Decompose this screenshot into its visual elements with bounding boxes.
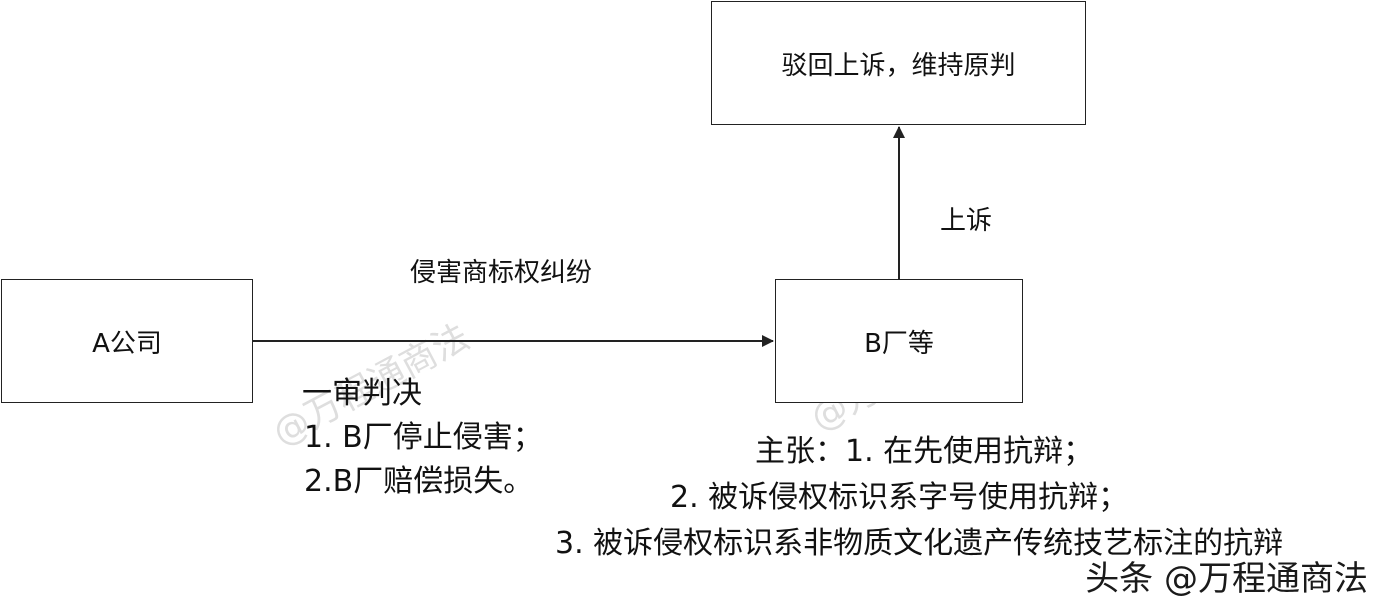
judgment-title: 一审判决: [302, 376, 422, 411]
claims-block: 主张：1. 在先使用抗辩； 2. 被诉侵权标识系字号使用抗辩； 3. 被诉侵权标…: [555, 430, 1355, 568]
appeal-edge-label: 上诉: [940, 206, 993, 236]
result-node-label: 驳回上诉，维持原判: [781, 50, 1016, 81]
footer-watermark: 头条 @万程通商法: [1085, 559, 1368, 599]
judgment-item: 1. B厂停止侵害；: [304, 420, 543, 455]
factory-b-label: B厂等: [864, 328, 934, 359]
claim-line: 2. 被诉侵权标识系字号使用抗辩；: [670, 480, 1129, 515]
claim-line: 主张：1. 在先使用抗辩；: [755, 434, 1094, 469]
judgment-item: 2.B厂赔偿损失。: [304, 464, 534, 499]
dispute-edge-label: 侵害商标权纠纷: [410, 258, 593, 288]
factory-b-node: B厂等: [775, 279, 1023, 403]
result-node: 驳回上诉，维持原判: [711, 1, 1086, 125]
company-a-node: A公司: [1, 279, 253, 403]
judgment-block: 一审判决 1. B厂停止侵害； 2.B厂赔偿损失。: [302, 372, 543, 504]
company-a-label: A公司: [92, 328, 162, 359]
claim-line: 3. 被诉侵权标识系非物质文化遗产传统技艺标注的抗辩: [555, 526, 1284, 561]
